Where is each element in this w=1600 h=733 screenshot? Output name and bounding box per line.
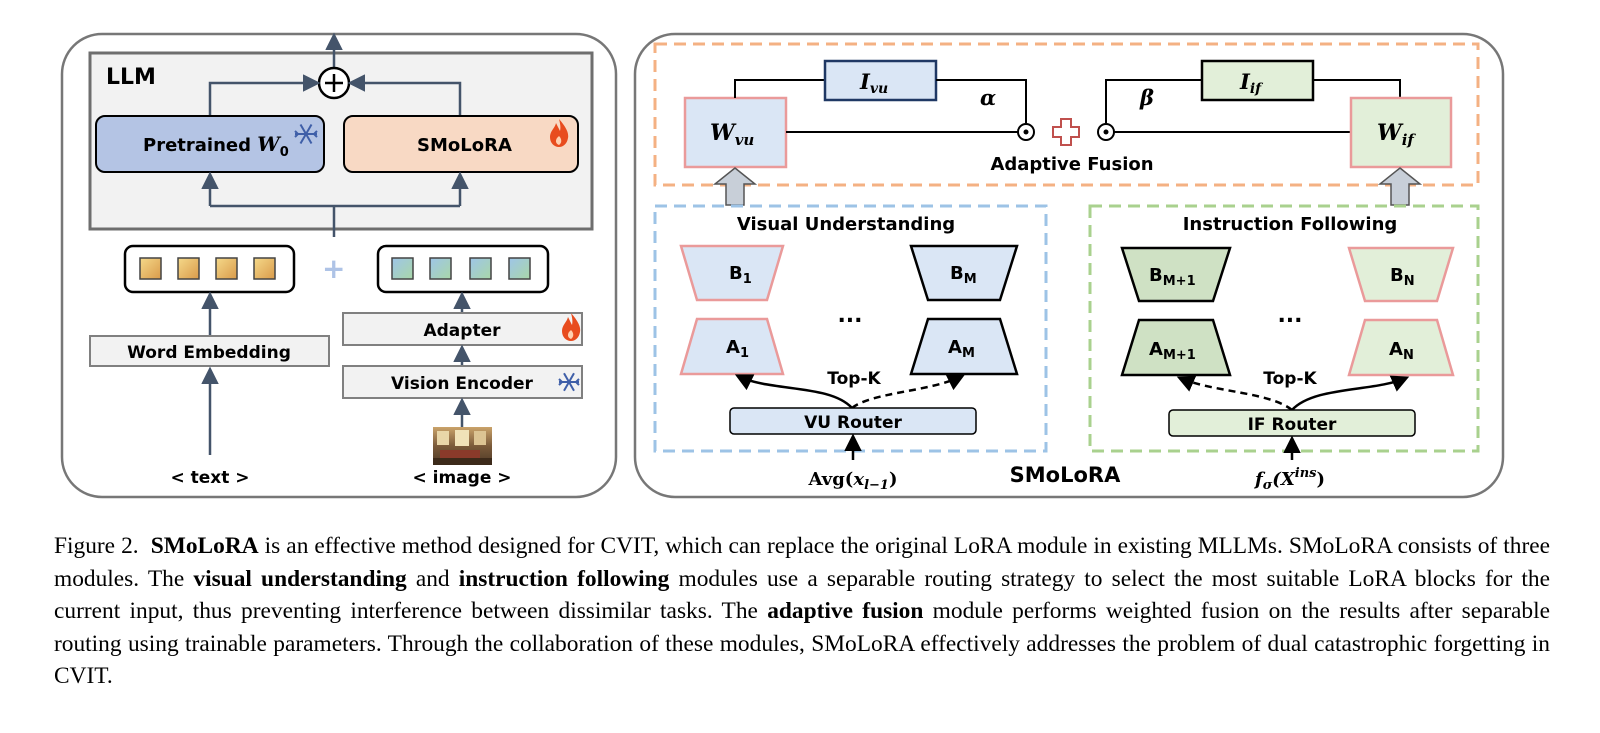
a1-label: A1	[726, 337, 749, 361]
ivu-label: Ivu	[859, 69, 888, 97]
caption-prefix: Figure 2.	[54, 533, 139, 559]
if-ellipsis: ...	[1277, 303, 1302, 328]
wif-box	[1349, 96, 1453, 169]
flame-icon	[550, 119, 569, 147]
fusion-plus-icon	[1052, 118, 1080, 146]
smolora-label: SMoLoRA	[417, 135, 512, 156]
pretrained-to-sum-line	[208, 74, 321, 115]
am1-block	[1120, 318, 1232, 377]
text-token	[253, 257, 276, 280]
input-image-thumbnail	[433, 427, 492, 465]
image-token	[429, 257, 452, 280]
caption-bold-visual-understanding: visual understanding	[193, 565, 407, 592]
instruction-following-title: Instruction Following	[1183, 214, 1398, 235]
am-label: AM	[948, 337, 975, 361]
beta-label: β	[1139, 85, 1154, 110]
image-input-label: < image >	[412, 468, 511, 488]
wvu-to-ivu-line	[734, 79, 825, 98]
adapter-box	[342, 312, 583, 346]
an-block	[1347, 318, 1455, 377]
iif-label: Iif	[1239, 69, 1264, 97]
b1-block	[679, 244, 785, 302]
left-panel: LLM Pretrained W0 SMoLoRA	[60, 32, 618, 499]
bm-label: BM	[950, 263, 977, 287]
vu-input-label: Avg(xl−1)	[808, 469, 898, 493]
caption-bold-smolora: SMoLoRA	[150, 533, 259, 559]
figure-caption: Figure 2. SMoLoRA is an effective method…	[54, 530, 1550, 693]
adaptive-fusion-label: Adaptive Fusion	[990, 154, 1153, 175]
am1-label: AM+1	[1149, 339, 1196, 363]
text-token	[177, 257, 200, 280]
flame-icon	[562, 313, 581, 341]
if-topk-label: Top-K	[1263, 369, 1317, 389]
image-token	[391, 257, 414, 280]
ivu-box	[823, 59, 938, 102]
vu-route-solid-arrow	[734, 374, 853, 409]
adapter-label: Adapter	[423, 321, 501, 341]
image-token	[469, 257, 492, 280]
bm1-block	[1120, 246, 1232, 303]
bm-block	[909, 244, 1019, 302]
caption-text: modules use a separable routing strategy…	[54, 565, 1550, 625]
right-panel: Wvu Ivu α β Iif Wif Adaptive Fusion	[633, 32, 1505, 499]
text-token	[139, 257, 162, 280]
b1-label: B1	[729, 263, 752, 287]
hadamard-right-icon	[1097, 123, 1115, 141]
vision-encoder-label: Vision Encoder	[391, 374, 534, 394]
caption-text: module performs weighted fusion on the r…	[54, 598, 1550, 689]
if-router-label: IF Router	[1248, 415, 1337, 435]
vu-router-label: VU Router	[804, 413, 902, 433]
image-token	[508, 257, 531, 280]
smolora-figure: LLM Pretrained W0 SMoLoRA	[60, 32, 1505, 499]
bn-block	[1347, 246, 1455, 303]
pretrained-label: Pretrained W0	[143, 132, 289, 160]
a1-block	[679, 317, 785, 376]
bm1-label: BM+1	[1149, 265, 1196, 289]
llm-label: LLM	[106, 65, 156, 90]
text-input-label: < text >	[170, 468, 249, 488]
word-embedding-label: Word Embedding	[127, 343, 291, 363]
right-panel-frame	[633, 32, 1505, 499]
vu-ellipsis: ...	[837, 303, 862, 328]
if-route-solid-arrow	[1291, 375, 1410, 411]
text-token	[215, 257, 238, 280]
visual-understanding-title: Visual Understanding	[737, 214, 955, 235]
vu-topk-label: Top-K	[827, 369, 881, 389]
caption-bold-adaptive-fusion: adaptive fusion	[767, 598, 924, 624]
alpha-label: α	[980, 85, 996, 110]
adaptive-fusion-region	[653, 42, 1480, 187]
an-label: AN	[1389, 339, 1414, 363]
caption-text: is an effective method designed for CVIT…	[54, 533, 1550, 592]
am-block	[909, 317, 1019, 376]
snowflake-icon	[558, 372, 580, 392]
hadamard-left-icon	[1017, 123, 1035, 141]
smolora-module-label: SMoLoRA	[1010, 463, 1121, 487]
bn-label: BN	[1390, 265, 1415, 289]
vu-route-dashed-arrow	[851, 374, 966, 410]
smolora-to-sum-line	[347, 74, 462, 115]
concat-plus-icon: +	[322, 252, 345, 285]
snowflake-icon	[294, 123, 318, 145]
if-input-label: fσ(Xins)	[1253, 466, 1325, 493]
wif-label: Wif	[1377, 120, 1416, 149]
word-embedding-box	[89, 335, 330, 367]
caption-bold-instruction-following: instruction following	[458, 565, 670, 592]
caption-text: and	[406, 565, 459, 592]
wvu-label: Wvu	[710, 120, 754, 149]
visual-understanding-region	[653, 204, 1048, 453]
